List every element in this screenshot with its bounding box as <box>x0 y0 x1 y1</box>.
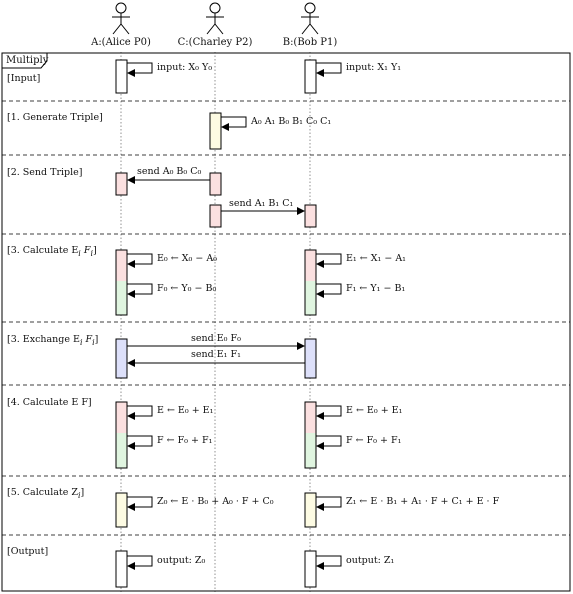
section-calculate-e-f: [4. Calculate E F] <box>7 397 92 408</box>
activations <box>115 59 317 588</box>
section-output: [Output] <box>7 546 49 557</box>
label-alice-f: F ← F₀ + F₁ <box>157 435 213 446</box>
activation-bob-calc-f <box>305 281 316 315</box>
activation-charley-generate <box>209 112 222 150</box>
activation-alice-calc-e <box>116 250 127 281</box>
label-bob-f: F ← F₀ + F₁ <box>346 435 402 446</box>
messages <box>127 176 305 367</box>
frame-title: Multiply <box>6 55 49 66</box>
self-arrow-bob-f <box>316 435 342 450</box>
label-bob-input: input: X₁ Y₁ <box>346 62 402 73</box>
activation-alice-receive-triple <box>115 172 128 196</box>
self-arrow-alice-z0 <box>127 496 153 511</box>
self-arrow-bob-e <box>316 405 342 420</box>
label-send-to-alice: send A₀ B₀ C₀ <box>137 166 202 177</box>
label-alice-output: output: Z₀ <box>157 555 206 566</box>
label-alice-e0: E₀ ← X₀ − A₀ <box>157 253 217 264</box>
section-calculate-zi: [5. Calculate Zi] <box>7 487 85 500</box>
activation-alice-output <box>115 550 128 588</box>
section-input: [Input] <box>7 73 41 84</box>
activation-bob-receive-triple <box>304 204 317 228</box>
section-exchange-ei-fi: [3. Exchange Ei Fi] <box>7 334 99 347</box>
activation-bob-calc-ef-f <box>305 433 316 468</box>
actor-label-alice: A:(Alice P0) <box>91 37 151 48</box>
label-alice-f0: F₀ ← Y₀ − B₀ <box>157 283 217 294</box>
activation-charley-send-bob <box>209 204 222 228</box>
actor-label-bob: B:(Bob P1) <box>282 37 338 48</box>
actor-label-charley: C:(Charley P2) <box>177 37 253 48</box>
label-alice-z0: Z₀ ← E · B₀ + A₀ · F + C₀ <box>157 496 274 507</box>
label-bob-output: output: Z₁ <box>346 555 395 566</box>
label-bob-f1: F₁ ← Y₁ − B₁ <box>346 283 406 294</box>
activation-bob-input <box>304 59 317 94</box>
section-generate-triple: [1. Generate Triple] <box>7 112 103 123</box>
label-bob-e: E ← E₀ + E₁ <box>346 405 403 416</box>
self-arrow-alice-f <box>127 435 153 450</box>
label-send-to-bob: send A₁ B₁ C₁ <box>229 198 294 209</box>
self-arrow-alice-f0 <box>127 283 153 298</box>
self-arrow-alice-input <box>127 62 153 77</box>
label-bob-e1: E₁ ← X₁ − A₁ <box>346 253 406 264</box>
self-arrow-charley-triple <box>221 116 247 131</box>
self-arrow-bob-e1 <box>316 253 342 268</box>
actor-figure-alice <box>112 2 130 35</box>
frame-title-tab <box>2 52 48 69</box>
self-messages <box>127 62 342 570</box>
label-charley-triple: A₀ A₁ B₀ B₁ C₀ C₁ <box>251 116 332 127</box>
activation-bob-exchange <box>304 338 317 379</box>
label-alice-e: E ← E₀ + E₁ <box>157 405 214 416</box>
activation-alice-calc-f <box>116 281 127 315</box>
section-send-triple: [2. Send Triple] <box>7 167 83 178</box>
section-separators <box>2 100 570 536</box>
activation-alice-calc-z <box>115 492 128 528</box>
self-arrow-bob-z1 <box>316 496 342 511</box>
activation-bob-calc-ef-e <box>305 402 316 433</box>
activation-charley-send-alice <box>209 172 222 196</box>
activation-alice-exchange <box>115 338 128 379</box>
self-arrow-alice-output <box>127 555 153 570</box>
activation-alice-input <box>115 59 128 94</box>
activation-bob-calc-z <box>304 492 317 528</box>
label-send-e0-f0: send E₀ F₀ <box>191 333 241 344</box>
self-arrow-bob-output <box>316 555 342 570</box>
activation-bob-calc-e <box>305 250 316 281</box>
self-arrow-bob-input <box>316 62 342 77</box>
actor-figure-charley <box>206 2 224 35</box>
self-arrow-alice-e0 <box>127 253 153 268</box>
self-arrow-bob-f1 <box>316 283 342 298</box>
activation-alice-calc-ef-f <box>116 433 127 468</box>
actor-figure-bob <box>301 2 319 35</box>
section-calculate-ei-fi: [3. Calculate Ei Fi] <box>7 245 97 258</box>
self-arrow-alice-e <box>127 405 153 420</box>
label-alice-input: input: X₀ Y₀ <box>157 62 213 73</box>
label-bob-z1: Z₁ ← E · B₁ + A₁ · F + C₁ + E · F <box>346 496 500 507</box>
activation-alice-calc-ef-e <box>116 402 127 433</box>
activation-bob-output <box>304 550 317 588</box>
label-send-e1-f1: send E₁ F₁ <box>191 349 241 360</box>
